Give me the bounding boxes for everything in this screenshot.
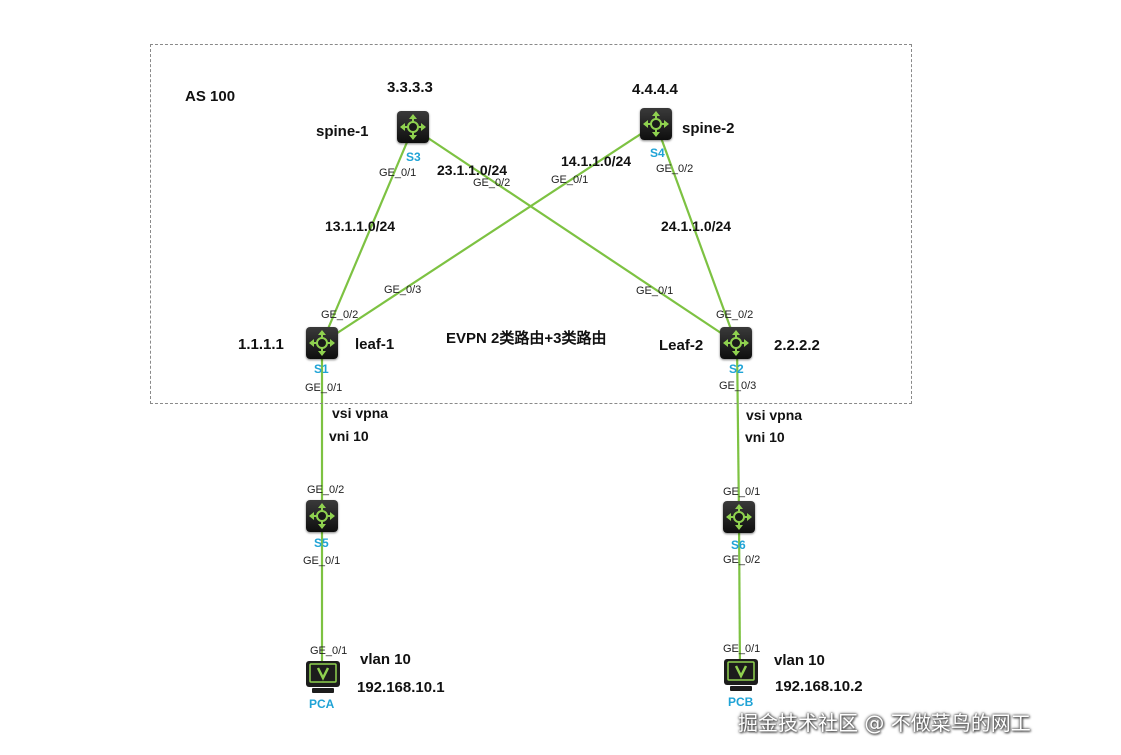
device-ip-s1: 1.1.1.1: [238, 336, 284, 353]
router-arrows-icon: [723, 330, 749, 356]
pc-a[interactable]: [305, 660, 341, 694]
link-s3-s1: [320, 127, 415, 344]
as-boundary: [150, 44, 912, 404]
device-name-s4: spine-2: [682, 120, 735, 137]
device-id-s5: S5: [314, 536, 329, 550]
device-id-s2: S2: [729, 362, 744, 376]
evpn-label: EVPN 2类路由+3类路由: [446, 330, 607, 347]
port-s5-to-s1: GE_0/2: [307, 484, 345, 496]
port-s4-to-s1: GE_0/1: [551, 174, 589, 186]
switch-s5[interactable]: [306, 500, 338, 532]
device-id-s1: S1: [314, 362, 329, 376]
switch-s3[interactable]: [397, 111, 429, 143]
switch-s6[interactable]: [723, 501, 755, 533]
vni-left: vni 10: [329, 428, 369, 444]
pc-monitor-icon: [724, 659, 758, 691]
device-id-s4: S4: [650, 146, 665, 160]
pcb-ip: 192.168.10.2: [775, 678, 863, 695]
device-id-s3: S3: [406, 150, 421, 164]
device-ip-s3: 3.3.3.3: [387, 79, 433, 96]
port-pca-to-s5: GE_0/1: [310, 645, 348, 657]
subnet-s3-s2: 23.1.1.0/24: [437, 162, 508, 178]
vni-right: vni 10: [745, 429, 785, 445]
port-pcb-to-s6: GE_0/1: [723, 643, 761, 655]
subnet-s4-s1: 14.1.1.0/24: [561, 153, 632, 169]
link-s4-s2: [654, 123, 738, 344]
port-s6-to-s2: GE_0/1: [723, 486, 761, 498]
router-arrows-icon: [309, 330, 335, 356]
device-name-s1: leaf-1: [355, 336, 395, 353]
router-arrows-icon: [726, 504, 752, 530]
router-arrows-icon: [309, 503, 335, 529]
port-s4-to-s2: GE_0/2: [656, 163, 694, 175]
link-s6-pcb: [737, 516, 742, 675]
switch-s4[interactable]: [640, 108, 672, 140]
port-s1-to-s5: GE_0/1: [305, 382, 343, 394]
device-name-s2: Leaf-2: [659, 337, 704, 354]
port-s5-to-pca: GE_0/1: [303, 555, 341, 567]
vsi-left: vsi vpna: [332, 405, 389, 421]
link-s3-s2: [412, 127, 737, 344]
port-s2-to-s3: GE_0/1: [636, 285, 674, 297]
link-s4-s1: [321, 123, 657, 344]
pca-vlan: vlan 10: [360, 651, 411, 668]
device-ip-s2: 2.2.2.2: [774, 337, 820, 354]
device-id-s6: S6: [731, 538, 746, 552]
port-s6-to-pcb: GE_0/2: [723, 554, 761, 566]
switch-s2[interactable]: [720, 327, 752, 359]
subnet-s3-s1: 13.1.1.0/24: [325, 218, 396, 234]
router-arrows-icon: [643, 111, 669, 137]
device-id-pcb: PCB: [728, 695, 754, 709]
switch-s1[interactable]: [306, 327, 338, 359]
router-arrows-icon: [400, 114, 426, 140]
pc-monitor-icon: [306, 661, 340, 693]
pca-ip: 192.168.10.1: [357, 679, 445, 696]
subnet-s4-s2: 24.1.1.0/24: [661, 218, 732, 234]
as-label: AS 100: [185, 88, 236, 105]
pc-b[interactable]: [723, 658, 759, 692]
device-id-pca: PCA: [309, 697, 335, 711]
vsi-right: vsi vpna: [746, 407, 803, 423]
link-s2-s6: [735, 342, 741, 518]
port-s3-to-s2: GE_0/2: [473, 177, 511, 189]
port-s1-to-s3: GE_0/2: [321, 309, 359, 321]
port-s3-to-s1: GE_0/1: [379, 167, 417, 179]
port-s2-to-s4: GE_0/2: [716, 309, 754, 321]
watermark: 掘金技术社区 @ 不做菜鸟的网工: [738, 711, 1031, 735]
pcb-vlan: vlan 10: [774, 652, 825, 669]
port-s1-to-s4: GE_0/3: [384, 284, 422, 296]
port-s2-to-s6: GE_0/3: [719, 380, 757, 392]
device-name-s3: spine-1: [316, 123, 369, 140]
device-ip-s4: 4.4.4.4: [632, 81, 678, 98]
